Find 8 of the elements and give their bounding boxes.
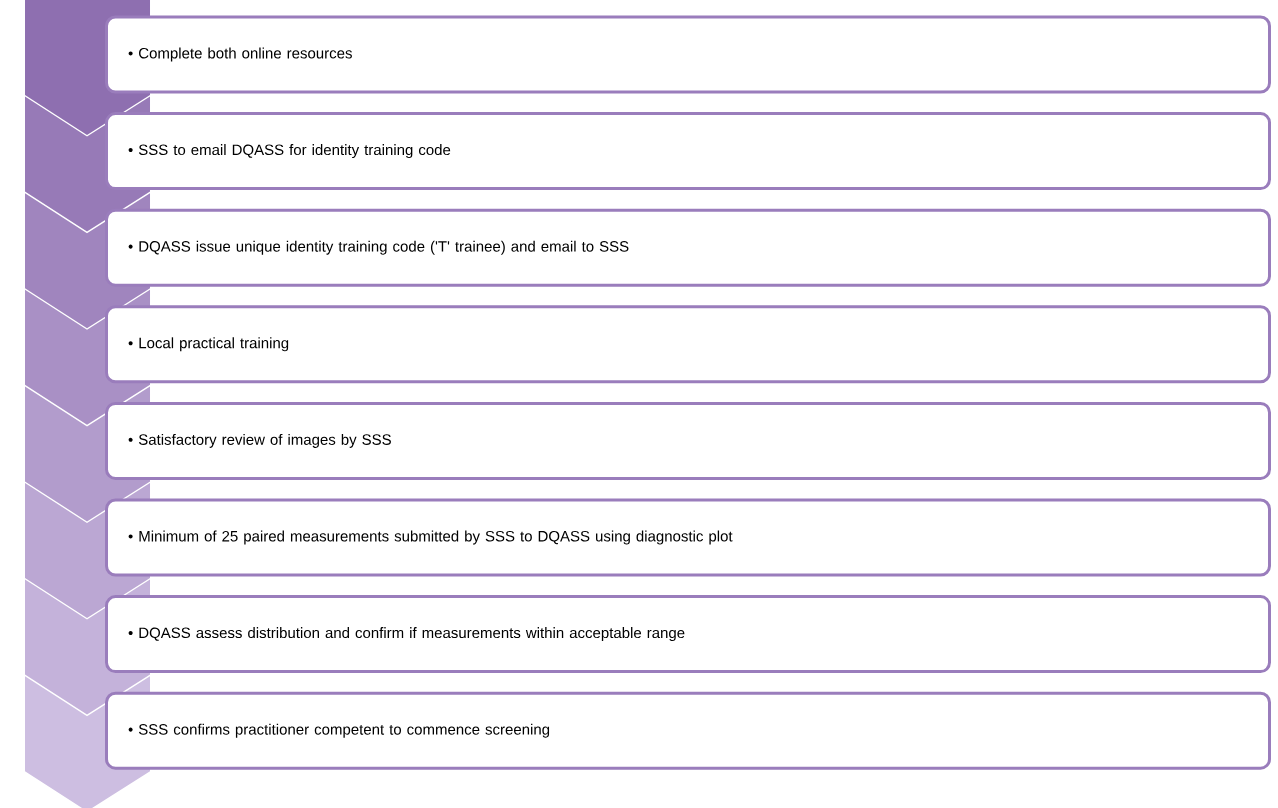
- step-box: • SSS to email DQASS for identity training code: [105, 112, 1271, 191]
- step-box: • Complete both online resources: [105, 15, 1271, 94]
- step-box: • DQASS issue unique identity training code ('T' trainee) and email to SSS: [105, 208, 1271, 287]
- step-box: • DQASS assess distribution and confirm if measurements within acceptable range: [105, 595, 1271, 674]
- step-box: • SSS confirms practitioner competent to commence screening: [105, 691, 1271, 770]
- step-box: • Satisfactory review of images by SSS: [105, 401, 1271, 480]
- step-box: • Local practical training: [105, 305, 1271, 384]
- step-box: • Minimum of 25 paired measurements submitted by SSS to DQASS using diagnostic plot: [105, 498, 1271, 577]
